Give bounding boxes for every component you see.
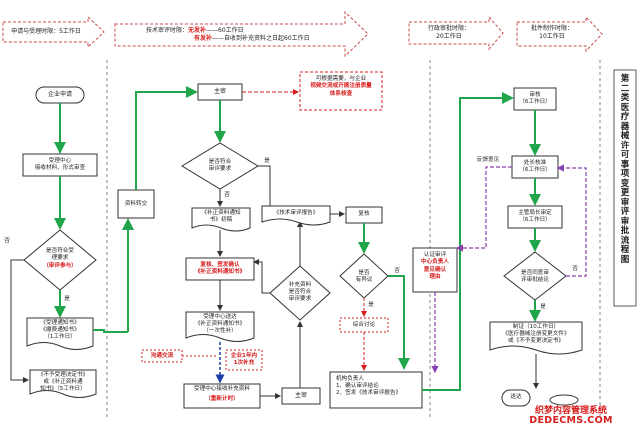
edge-to-transfer xyxy=(93,329,128,333)
title-frame xyxy=(613,69,637,307)
phase-review-no-supp-rest: ——60工作日 xyxy=(206,27,244,34)
text-apply: 企业申请 xyxy=(47,91,72,98)
text-org-leader: 机构负责人 1、确认审评结论 2、签发《技术审评报告》 xyxy=(336,376,402,396)
text-center-receive: 受理中心接收补充资料 xyxy=(194,386,250,392)
text-recognition: 认证审评 中心负责人 意见确认 理由 xyxy=(414,252,456,281)
archive-cylinder xyxy=(549,394,579,406)
text-supplement-notice: 《补正资料通知 书》初稿 xyxy=(201,210,241,223)
text-dashed-note: 可根据需要，与企业 视频交流或开展注册质量 体系核查 xyxy=(301,76,381,98)
phase-review-label: 技术审评时限： xyxy=(146,27,189,34)
node-deliver xyxy=(501,389,531,407)
node-supplement-notice xyxy=(191,207,251,232)
edge-transfer-main xyxy=(135,86,198,190)
phase-banner-admin xyxy=(408,15,504,51)
text-production: 制证（10工作日） 《医疗器械注册变更文件》 或《不予变更决定书》 xyxy=(502,324,570,344)
text-division-head: 处长核准 （6工作日） xyxy=(519,160,551,173)
phase-banner-certificate xyxy=(516,15,603,53)
text-main-review-top: 主审 xyxy=(213,88,226,95)
label-yes4: 是 xyxy=(540,304,546,310)
edge-feedback-recognition xyxy=(455,166,512,252)
node-supp-decision xyxy=(269,265,331,321)
phase-review-with-supp-rest: ——自收到补充资料之日起60工作日 xyxy=(212,35,310,43)
phase-banner-accept xyxy=(2,15,105,49)
edge-no1 xyxy=(10,259,29,383)
node-center-send xyxy=(185,311,255,342)
label-no3: 否 xyxy=(394,268,400,274)
text-material-transfer: 资料转交 xyxy=(124,201,148,207)
diagram-title: 第 二 类 医 疗 器 械 许 可 事 项 变 更 审 评 审 批 流 程 图 xyxy=(620,74,630,265)
node-enterprise-box xyxy=(225,349,263,371)
phase-certificate-text: 批件制作时限： 10工作日 xyxy=(530,25,573,40)
edge-yes2 xyxy=(258,165,271,214)
text-comm-box: 沟通交流 xyxy=(150,353,174,359)
watermark-line2: DEDECMS.COM xyxy=(529,415,613,427)
node-main-review-bottom xyxy=(281,387,321,405)
phase-separators xyxy=(106,60,601,420)
edge-no4-feedback xyxy=(556,164,587,277)
text-tech-report: 《技术审评报告》 xyxy=(273,210,319,216)
watermark-line1: 织梦内容管理系统 xyxy=(534,405,607,416)
node-production xyxy=(489,321,583,355)
phase-admin-text: 行政审批时限： 20工作日 xyxy=(427,25,470,40)
text-recognition-red: 中心负责人 意见确认 理由 xyxy=(421,259,449,280)
watermark: 织梦内容管理系统 DEDECMS.COM xyxy=(512,406,630,427)
label-yes1: 是 xyxy=(64,296,70,302)
node-accept-notice xyxy=(26,317,94,350)
label-no2: 否 xyxy=(224,192,230,198)
edge-supp-no xyxy=(253,259,270,294)
text-feedback: 反馈意见 xyxy=(476,157,500,163)
node-recognition xyxy=(412,247,458,293)
text-decision-requirements: 是否符合 审评要求 xyxy=(208,159,232,172)
phase-banner-review xyxy=(114,10,369,58)
node-material-transfer xyxy=(117,189,155,219)
text-reject-notice: 《不予受理决定书》 或《补正资料通 知书》（5工作日） xyxy=(37,372,89,392)
text-recheck-sign: 复核、签发确认 《补正资料通知书》 xyxy=(194,262,246,275)
text-main-review-bottom: 主审 xyxy=(294,392,307,399)
text-approval-review: 审核 （6工作日） xyxy=(519,92,551,105)
text-agree-decision: 是否同意审 评审批结论 xyxy=(521,270,549,283)
phase-review-text: 技术审评时限：无发补——60工作日 有发补——自收到补充资料之日起60工作日 xyxy=(146,27,356,43)
text-center-send: 受理中心送达 《补正资料通知书》 （一次性补） xyxy=(194,314,246,334)
phase-review-no-supp: 无发补 xyxy=(188,27,207,34)
label-no1: 否 xyxy=(4,238,10,244)
phase-accept-text: 申请与受理时限：5工作日 xyxy=(11,28,81,35)
text-supp-decision: 补充资料 是否符合 审评要求 xyxy=(288,282,312,302)
text-leader-approve: 主管局长审定 （6工作日） xyxy=(518,210,552,223)
text-decision-accept-note: （审评参与） xyxy=(43,263,77,269)
node-dashed-note xyxy=(299,71,383,111)
text-enterprise-box: 企业1年内 1次补充 xyxy=(230,353,258,366)
text-accept-center: 受理中心 接收材料、形式审查 xyxy=(34,158,86,171)
text-dashed-note-red: 视频交流或开展注册质量 体系核查 xyxy=(310,83,372,97)
node-reject-notice xyxy=(29,369,97,398)
text-recalc: （重新计时） xyxy=(205,396,239,402)
text-dashed-note-a: 可根据需要，与企业 xyxy=(315,76,367,82)
label-yes2: 是 xyxy=(264,158,270,164)
label-no4: 否 xyxy=(572,266,578,272)
label-yes3: 是 xyxy=(368,302,374,308)
text-deliver: 送达 xyxy=(510,394,522,400)
phase-review-with-supp: 有发补 xyxy=(194,35,213,43)
text-recognition-a: 认证审评 xyxy=(423,252,447,258)
text-accept-notice: 《受理通知书》 《缴费通知书》 （1工作日） xyxy=(40,320,80,340)
text-disagree: 是否 有异议 xyxy=(355,270,373,283)
edge-no3 xyxy=(388,275,410,370)
text-recheck: 复核 xyxy=(358,211,370,217)
node-tech-report xyxy=(261,205,331,226)
text-decision-accept: 是否符合受 理要求 xyxy=(46,248,74,261)
edge-leader-approval xyxy=(422,92,514,391)
node-center-receive xyxy=(183,383,261,409)
node-org-leader xyxy=(329,371,423,409)
text-overall-discuss: 综合讨论 xyxy=(352,322,376,328)
